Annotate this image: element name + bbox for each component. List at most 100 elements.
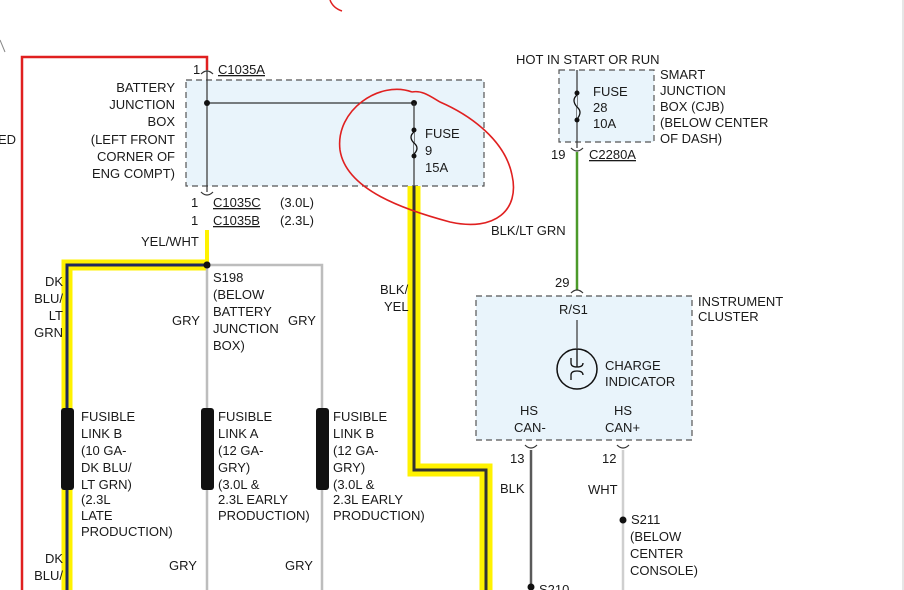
fl1-line: LATE [81,508,113,523]
bjb-name-line: BOX [148,114,176,129]
s211-line: CENTER [630,546,683,561]
fuse-28-rating: 10A [593,116,616,131]
connector-c1035b-label: C1035B [213,213,260,228]
bjb-name-line: ENG COMPT) [92,166,175,181]
battery-junction-box-name: BATTERY JUNCTION BOX (LEFT FRONT CORNER … [91,80,176,181]
fl3-line: 2.3L EARLY [333,492,403,507]
cluster-name-line: INSTRUMENT [698,294,783,309]
s211-line: S211 [631,512,660,527]
bjb-bus-node [204,100,210,106]
pin-29: 29 [555,275,569,290]
charge-indicator-lamp-icon [556,348,598,390]
fusible-link-b-gry-label: FUSIBLE LINK B (12 GA- GRY) (3.0L & 2.3L… [333,409,425,523]
hs-can-minus-label: HS [520,403,538,418]
dk-blu-bottom-line: BLU/ [34,568,63,583]
dk-blu-line: GRN [34,325,63,340]
fusible-link-a-gry [201,408,214,490]
pin-c1035a: 1 [193,62,200,77]
fl3-line: FUSIBLE [333,409,388,424]
fuse-9-number: 9 [425,143,432,158]
sjb-name-line: JUNCTION [660,83,726,98]
s211-line: (BELOW [630,529,682,544]
fuse-28-label: FUSE [593,84,628,99]
bjb-name-line: (LEFT FRONT [91,132,175,147]
fuse-9-symbol [410,127,418,159]
connector-c1035a-label: C1035A [218,62,265,77]
red-wire [20,55,209,590]
connector-c2280a-label: C2280A [589,147,636,162]
charge-indicator-label: CHARGE [605,358,661,373]
fl2-line: 2.3L EARLY [218,492,288,507]
pin-13: 13 [510,451,524,466]
sjb-name-line: BOX (CJB) [660,99,724,114]
connector-c1035c-label: C1035C [213,195,261,210]
variant-2-3l: (2.3L) [280,213,314,228]
s198-line: JUNCTION [213,321,279,336]
fuse-9-rating: 15A [425,160,448,175]
wire-label-dk-blu-lt-grn: DK BLU/ LT GRN DK BLU/ [34,274,63,583]
wire-label-wht: WHT [588,482,618,497]
wire-label-gry-bottom-a: GRY [169,558,197,573]
fl3-line: GRY) [333,460,365,475]
bjb-name-line: CORNER OF [97,149,175,164]
fl1-line: (2.3L [81,492,111,507]
wire-label-gry-left: GRY [172,313,200,328]
splice-s211-node [619,516,627,524]
fusible-link-b-gry [316,408,329,490]
dk-blu-line: LT [49,308,63,323]
fl3-line: PRODUCTION) [333,508,425,523]
s211-line: CONSOLE) [630,563,698,578]
wire-label-gry-right: GRY [288,313,316,328]
smart-junction-box [558,69,655,143]
fl1-line: DK BLU/ [81,460,132,475]
instrument-cluster [475,295,693,441]
cluster-name-line: CLUSTER [698,309,759,324]
splice-s210-label: S210 [539,582,569,590]
splice-s210-node [527,583,535,590]
fuse-28-symbol [573,90,581,123]
variant-3-0l: (3.0L) [280,195,314,210]
fuse-9-label: FUSE [425,126,460,141]
hs-can-plus-label: HS [614,403,632,418]
fusible-link-a-gry-label: FUSIBLE LINK A (12 GA- GRY) (3.0L & 2.3L… [218,409,310,523]
dk-blu-line: DK [45,274,63,289]
fl2-line: FUSIBLE [218,409,273,424]
fl2-line: PRODUCTION) [218,508,310,523]
red-circle-annotation [338,88,515,226]
wire-label-gry-bottom-b: GRY [285,558,313,573]
dk-blu-line: BLU/ [34,291,63,306]
wire-label-blk: BLK [500,481,525,496]
red-mark-top [329,0,343,12]
wire-label-red-fragment: ED [0,132,16,147]
pin-c2280a: 19 [551,147,565,162]
connector-pin-12-symbol [616,444,630,449]
pin-c1035c: 1 [191,195,198,210]
fl2-line: LINK A [218,426,259,441]
connector-pin-29-symbol [570,289,584,294]
splice-s211-label: S211 (BELOW CENTER CONSOLE) [630,512,698,578]
pin-12: 12 [602,451,616,466]
hs-can-minus-label: CAN- [514,420,546,435]
fuse-28-number: 28 [593,100,607,115]
connector-c1035c-symbol [200,191,214,196]
connector-pin-13-symbol [524,444,538,449]
fl1-line: (10 GA- [81,443,127,458]
fl3-line: (12 GA- [333,443,379,458]
pin-c1035b: 1 [191,213,198,228]
sjb-name-line: SMART [660,67,705,82]
wire-label-blk-yel: YEL [384,299,409,314]
pin-r-s1-label: R/S1 [559,302,588,317]
fusible-link-b-dkblu [61,408,74,490]
fl1-line: LT GRN) [81,477,132,492]
wire-label-blk-yel: BLK/ [380,282,409,297]
s198-line: BATTERY [213,304,272,319]
bjb-name-line: JUNCTION [109,97,175,112]
fl3-line: LINK B [333,426,374,441]
connector-c2280a-symbol [570,147,584,152]
fl2-line: (12 GA- [218,443,264,458]
wire-label-blk-lt-grn: BLK/LT GRN [491,223,566,238]
s198-line: BOX) [213,338,245,353]
sjb-name-line: OF DASH) [660,131,722,146]
fl1-line: PRODUCTION) [81,524,173,539]
